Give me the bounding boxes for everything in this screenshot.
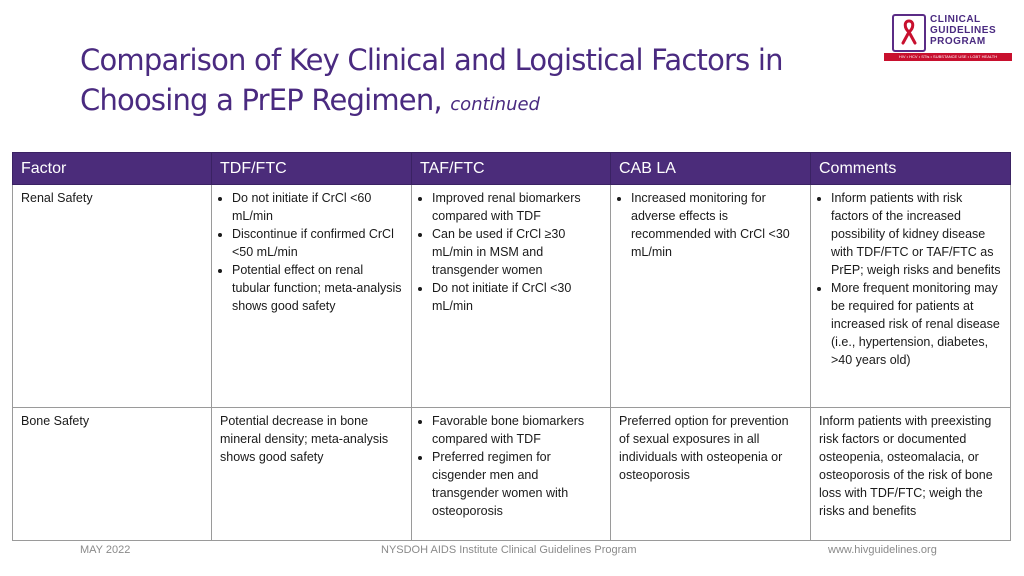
column-header-factor: Factor <box>12 152 212 185</box>
comments-cell: Inform patients with preexisting risk fa… <box>810 407 1011 541</box>
comparison-table: Factor TDF/FTC TAF/FTC CAB LA Comments R… <box>12 152 1011 541</box>
red-ribbon-icon <box>901 19 917 45</box>
column-header-comments: Comments <box>810 152 1011 185</box>
list-item: Do not initiate if CrCl <30 mL/min <box>432 279 602 315</box>
cab-la-cell: Increased monitoring for adverse effects… <box>610 184 811 408</box>
program-logo: CLINICAL GUIDELINES PROGRAM HIV • HCV • … <box>884 14 1014 66</box>
list-item: Improved renal biomarkers compared with … <box>432 189 602 225</box>
logo-wordmark: CLINICAL GUIDELINES PROGRAM <box>930 14 996 47</box>
logo-line: PROGRAM <box>930 36 986 47</box>
column-header-cab-la: CAB LA <box>610 152 811 185</box>
logo-tagline: HIV • HCV • STIs • SUBSTANCE USE • LGBT … <box>884 53 1012 61</box>
slide-title: Comparison of Key Clinical and Logistica… <box>80 40 840 125</box>
table-row-bone-safety: Bone Safety Potential decrease in bone m… <box>12 407 1011 541</box>
list-item: Can be used if CrCl ≥30 mL/min in MSM an… <box>432 225 602 279</box>
column-header-taf-ftc: TAF/FTC <box>411 152 611 185</box>
logo-emblem <box>892 14 926 52</box>
title-suffix: continued <box>450 94 540 115</box>
list-item: More frequent monitoring may be required… <box>831 279 1002 369</box>
logo-line: GUIDELINES <box>930 25 997 36</box>
table-header-row: Factor TDF/FTC TAF/FTC CAB LA Comments <box>12 152 1011 185</box>
factor-cell: Bone Safety <box>12 407 212 541</box>
tdf-ftc-cell: Potential decrease in bone mineral densi… <box>211 407 412 541</box>
title-main: Comparison of Key Clinical and Logistica… <box>80 43 784 117</box>
taf-ftc-cell: Improved renal biomarkers compared with … <box>411 184 611 408</box>
factor-cell: Renal Safety <box>12 184 212 408</box>
footer-url: www.hivguidelines.org <box>828 544 937 556</box>
list-item: Discontinue if confirmed CrCl <50 mL/min <box>232 225 403 261</box>
cab-la-cell: Preferred option for prevention of sexua… <box>610 407 811 541</box>
table-row-renal-safety: Renal Safety Do not initiate if CrCl <60… <box>12 184 1011 408</box>
list-item: Increased monitoring for adverse effects… <box>631 189 802 261</box>
list-item: Preferred regimen for cisgender men and … <box>432 448 602 520</box>
logo-line: CLINICAL <box>930 14 981 25</box>
comments-cell: Inform patients with risk factors of the… <box>810 184 1011 408</box>
list-item: Potential effect on renal tubular functi… <box>232 261 403 315</box>
column-header-tdf-ftc: TDF/FTC <box>211 152 412 185</box>
tdf-ftc-cell: Do not initiate if CrCl <60 mL/min Disco… <box>211 184 412 408</box>
footer-date: MAY 2022 <box>80 544 131 556</box>
taf-ftc-cell: Favorable bone biomarkers compared with … <box>411 407 611 541</box>
list-item: Favorable bone biomarkers compared with … <box>432 412 602 448</box>
list-item: Do not initiate if CrCl <60 mL/min <box>232 189 403 225</box>
list-item: Inform patients with risk factors of the… <box>831 189 1002 279</box>
footer-program: NYSDOH AIDS Institute Clinical Guideline… <box>381 544 637 556</box>
